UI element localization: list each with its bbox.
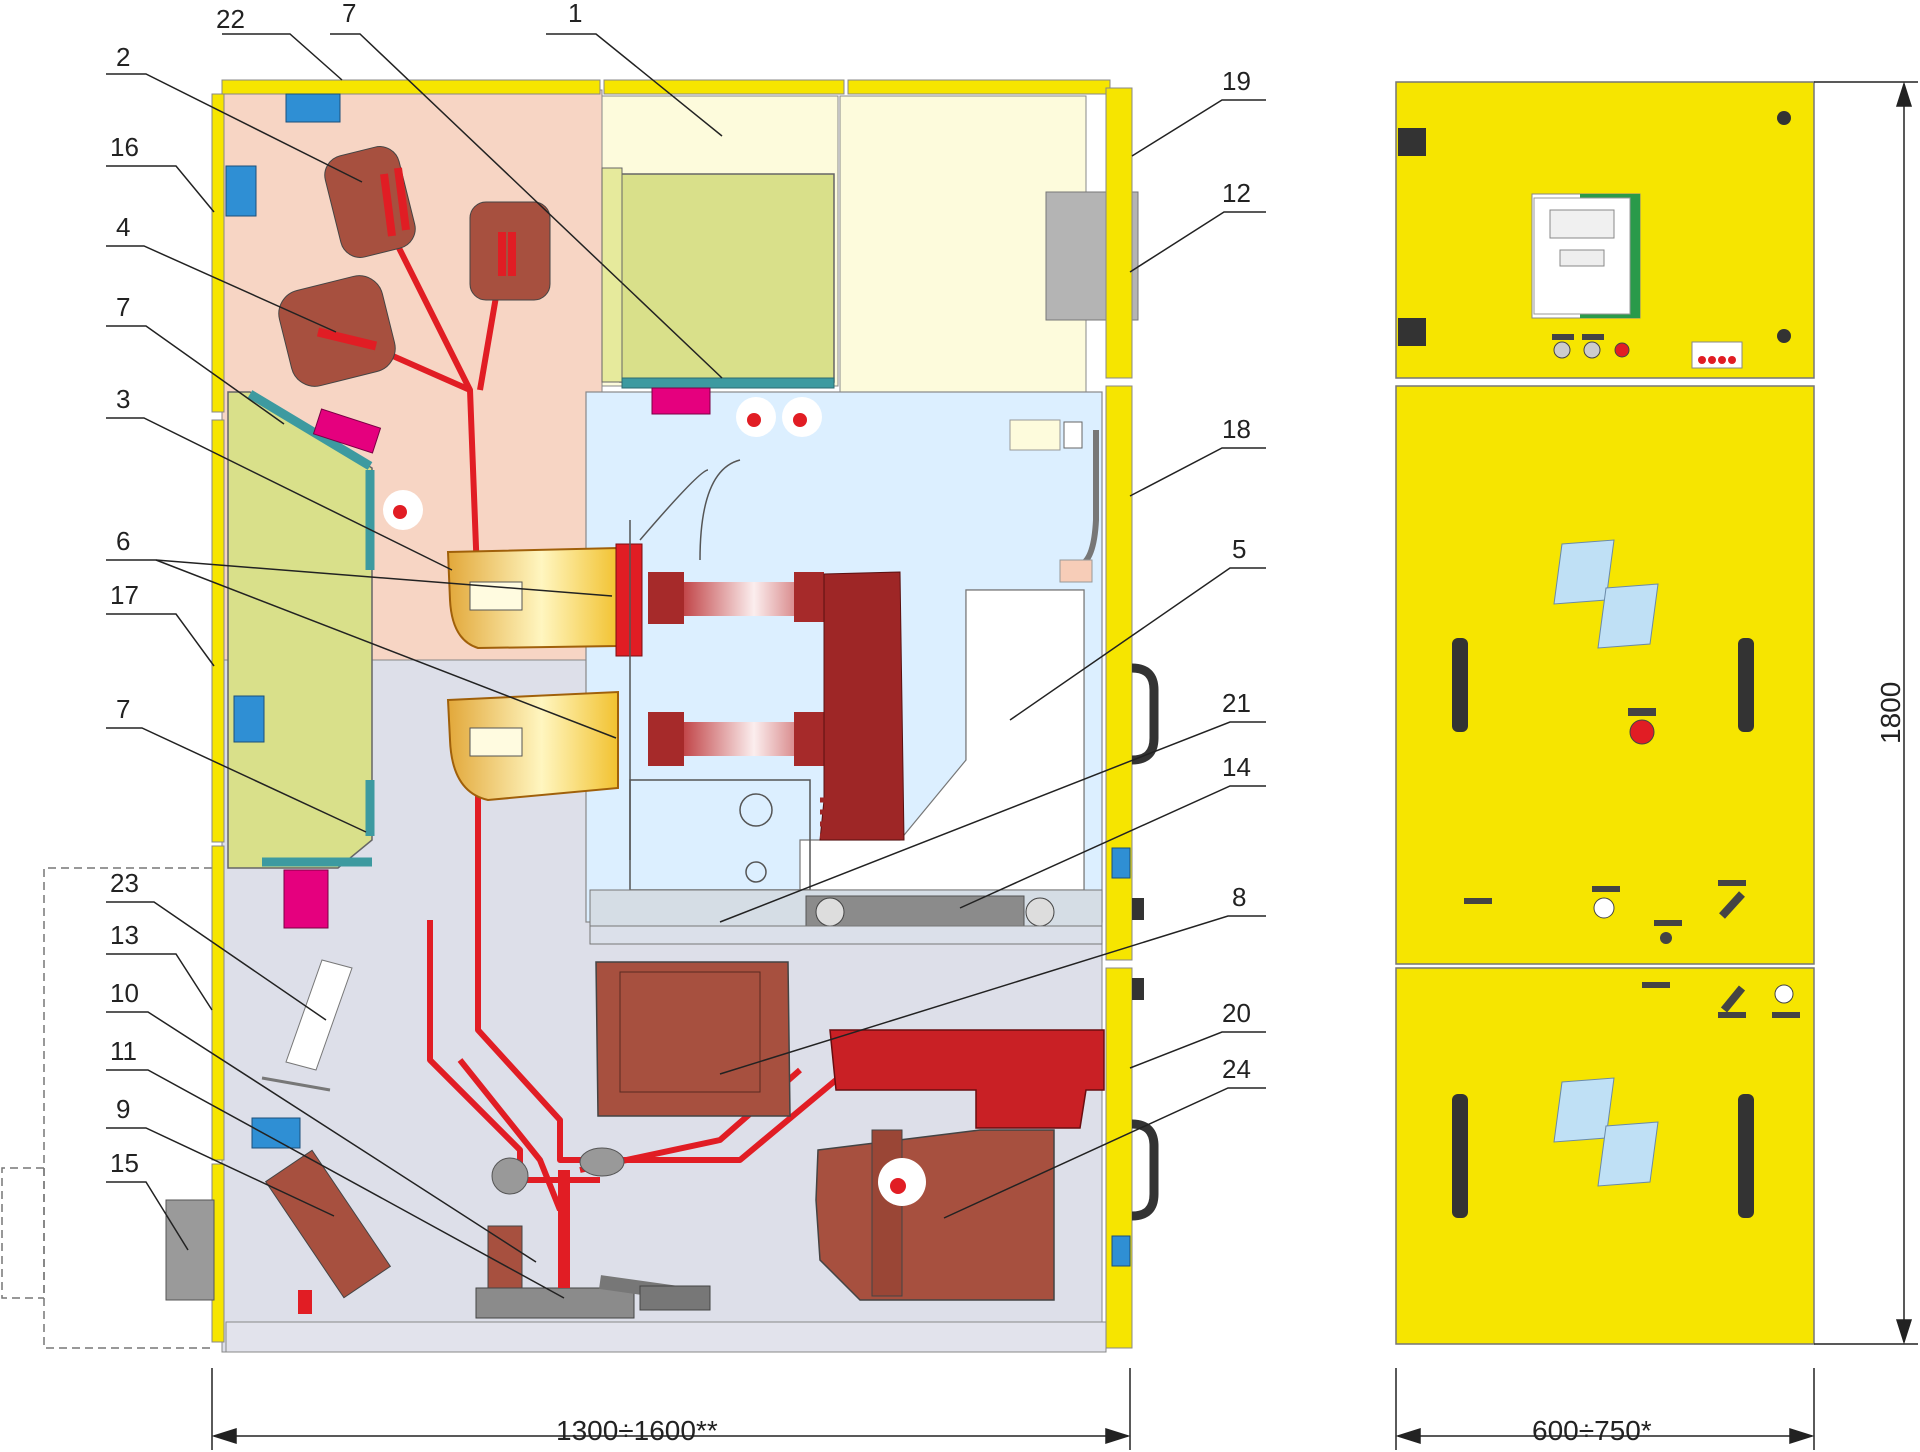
left-green-panel	[227, 391, 373, 869]
callout-12: 12	[1222, 178, 1251, 208]
callout-13: 13	[110, 920, 139, 950]
arc-warning-icons	[383, 397, 926, 1206]
viewing-windows	[1553, 539, 1659, 1187]
busbars	[332, 188, 862, 1212]
breaker-pole-housing	[819, 571, 905, 841]
front-view	[1395, 81, 1815, 1345]
upper-contact-bar	[615, 543, 643, 657]
dimension-lines	[211, 81, 1918, 1450]
dimension-side-width: 1300÷1600**	[556, 1415, 718, 1446]
callout-7-top: 7	[342, 0, 356, 28]
callout-numbers: 22 7 1 2 16 4 7 3 6 17 7 23 13 10 11 9 1…	[110, 0, 1251, 1178]
callout-22: 22	[216, 4, 245, 34]
breaker-chamber-shape	[799, 589, 1085, 891]
callout-20: 20	[1222, 998, 1251, 1028]
callout-3: 3	[116, 384, 130, 414]
bus-insulators	[278, 146, 551, 387]
callout-14: 14	[1222, 752, 1251, 782]
callout-19: 19	[1222, 66, 1251, 96]
bushings	[446, 546, 619, 802]
upper-right-red-block	[829, 1029, 1105, 1129]
callout-15: 15	[110, 1148, 139, 1178]
device-9	[264, 1149, 392, 1299]
front-handles	[1452, 638, 1754, 1218]
dimension-height: 1800	[1875, 682, 1906, 744]
callout-6: 6	[116, 526, 130, 556]
callout-7-mid: 7	[116, 292, 130, 322]
lv-instrument-box	[619, 173, 835, 383]
lv-compartment-right	[839, 95, 1087, 415]
callout-8: 8	[1232, 882, 1246, 912]
callout-7-low: 7	[116, 694, 130, 724]
protection-relay	[1531, 193, 1641, 319]
leader-lines	[106, 33, 1266, 1299]
callout-10: 10	[110, 978, 139, 1008]
door-knobs	[1132, 898, 1144, 1000]
current-transformer-8	[595, 961, 791, 1117]
callout-23: 23	[110, 868, 139, 898]
dimension-front-width: 600÷750*	[1532, 1415, 1652, 1446]
callout-11: 11	[110, 1036, 137, 1066]
external-outline	[1, 867, 212, 1349]
callout-1: 1	[568, 0, 582, 28]
terminal-box-15	[165, 1199, 215, 1301]
magenta-devices	[283, 387, 711, 929]
callout-16: 16	[110, 132, 139, 162]
blue-switches	[225, 93, 1131, 1267]
callout-2: 2	[116, 42, 130, 72]
callout-21: 21	[1222, 688, 1251, 718]
yellow-frame	[211, 79, 1133, 1349]
side-view	[1, 79, 1159, 1353]
callout-4: 4	[116, 212, 130, 242]
voltage-transformer-24	[815, 1129, 1055, 1301]
callout-18: 18	[1222, 414, 1251, 444]
callout-5: 5	[1232, 534, 1246, 564]
callout-9: 9	[116, 1094, 130, 1124]
callout-24: 24	[1222, 1054, 1251, 1084]
callout-17: 17	[110, 580, 139, 610]
